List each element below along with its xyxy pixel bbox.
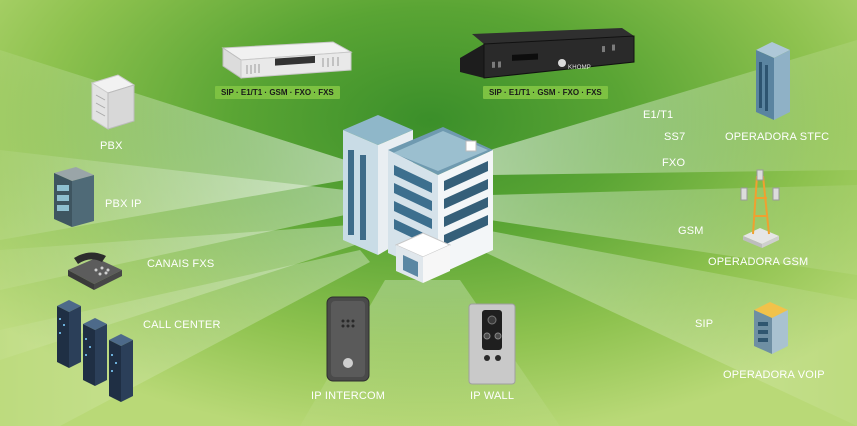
ip-intercom-label: IP INTERCOM: [311, 390, 386, 402]
pbx-label: PBX: [100, 140, 123, 152]
link-sip-label: SIP: [695, 318, 714, 330]
ip-wall-label: IP WALL: [470, 390, 515, 402]
operadora-stfc-label: OPERADORA STFC: [725, 131, 830, 143]
pbx-icon: [90, 74, 136, 130]
phone-icon: [68, 252, 122, 290]
rack-gateway-tag: SIP · E1/T1 · GSM · FXO · FXS: [483, 86, 608, 99]
operadora-stfc-icon: [756, 42, 790, 120]
call-center-icon: [57, 300, 133, 402]
ip-wall-icon: [468, 303, 516, 385]
small-gateway-device: [221, 41, 353, 79]
ip-intercom-icon: [326, 296, 370, 382]
small-gateway-tag: SIP · E1/T1 · GSM · FXO · FXS: [215, 86, 340, 99]
canais-fxs-label: CANAIS FXS: [147, 258, 215, 270]
operadora-gsm-label: OPERADORA GSM: [708, 256, 809, 268]
pbx-ip-icon: [54, 167, 94, 227]
rack-gateway-device: [460, 28, 635, 79]
pbx-ip-label: PBX IP: [105, 198, 142, 210]
call-center-label: CALL CENTER: [143, 319, 221, 331]
link-ss7-label: SS7: [664, 131, 686, 143]
link-fxo-label: FXO: [662, 157, 686, 169]
link-e1t1-label: E1/T1: [643, 109, 674, 121]
ray-voip: [480, 230, 857, 426]
operadora-voip-label: OPERADORA VOIP: [723, 369, 825, 381]
rack-gateway-brand: KHOMP: [568, 65, 592, 71]
operadora-gsm-icon: [740, 169, 780, 248]
ray-gsm: [490, 185, 857, 275]
operadora-voip-icon: [754, 302, 788, 354]
link-gsm-label: GSM: [678, 225, 704, 237]
central-building-icon: [343, 115, 493, 283]
